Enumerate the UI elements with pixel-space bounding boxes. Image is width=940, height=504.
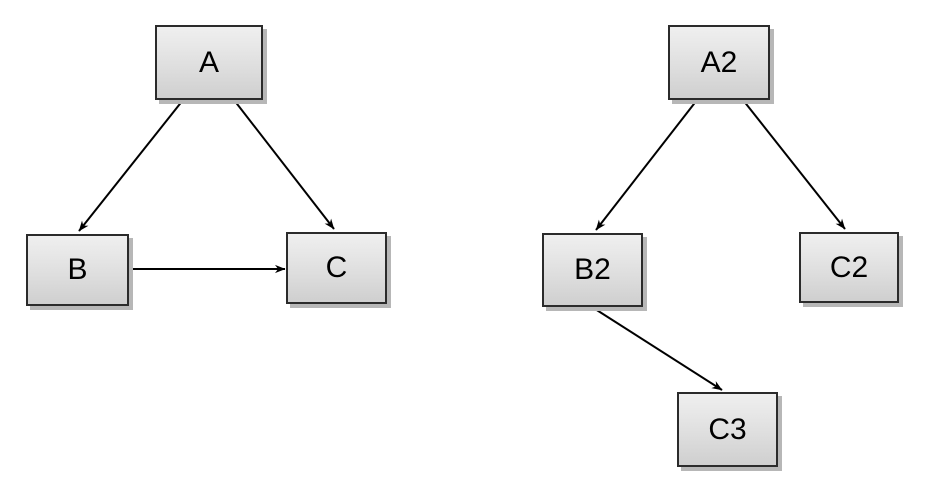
node-label: C: [325, 251, 348, 284]
edge-a2-to-c2: [742, 99, 846, 230]
edge-b2-to-c3: [591, 306, 723, 391]
node-b[interactable]: B: [26, 234, 129, 306]
node-label: B2: [574, 253, 611, 286]
node-a2[interactable]: A2: [668, 25, 770, 100]
edge-a-to-b: [78, 99, 184, 232]
node-c2[interactable]: C2: [799, 232, 899, 303]
node-label: A2: [700, 45, 738, 79]
node-a[interactable]: A: [155, 25, 263, 100]
edges-group: [78, 99, 846, 391]
node-b2[interactable]: B2: [542, 233, 643, 307]
edge-a-to-c: [233, 99, 335, 230]
edge-a2-to-b2: [595, 99, 698, 231]
node-label: C2: [829, 250, 869, 284]
node-label: A: [198, 45, 219, 79]
node-c[interactable]: C: [286, 232, 387, 304]
node-label: C3: [708, 412, 747, 446]
node-label: B: [67, 253, 88, 286]
node-c3[interactable]: C3: [677, 392, 778, 467]
